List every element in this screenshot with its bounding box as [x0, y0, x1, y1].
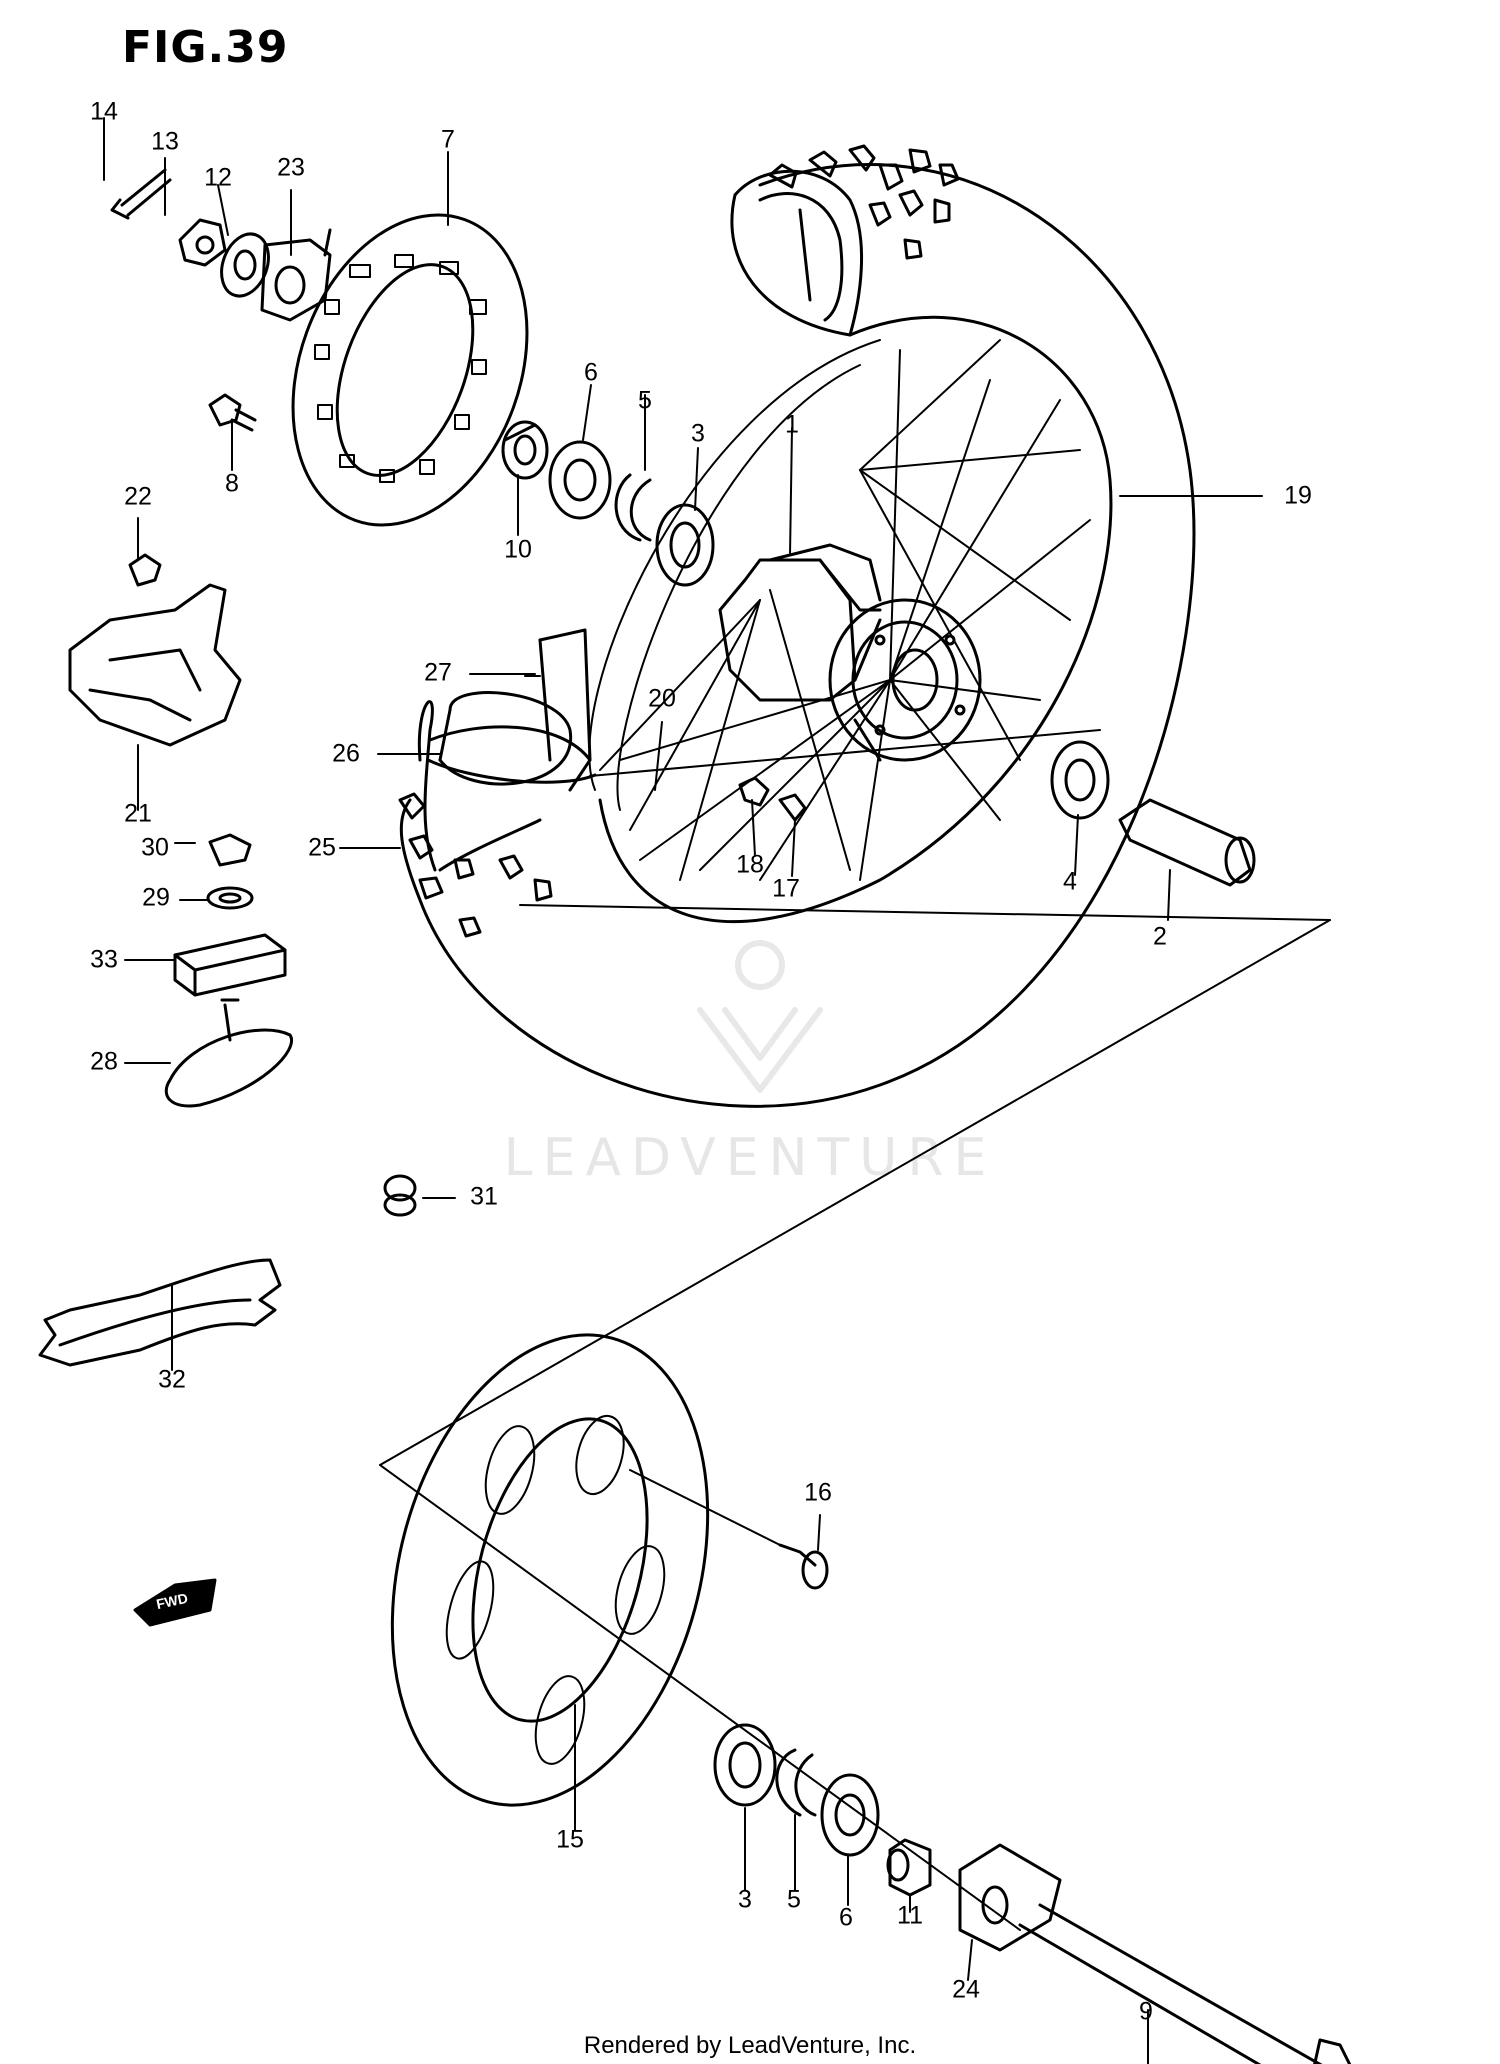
callout-11: 11 — [897, 1901, 923, 1930]
callout-18: 18 — [736, 850, 764, 879]
wheel-rim-spokes — [588, 339, 1091, 881]
callout-4: 4 — [1063, 867, 1077, 896]
footer-credit: Rendered by LeadVenture, Inc. — [583, 2032, 917, 2059]
callout-31: 31 — [470, 1182, 498, 1211]
right-axle-parts — [713, 1723, 1062, 1952]
callout-22: 22 — [124, 482, 152, 511]
axle-nut-group — [110, 168, 332, 322]
callout-3b: 3 — [738, 1885, 752, 1914]
rear-axle — [1018, 1903, 1352, 2064]
rear-sprocket — [390, 1333, 710, 1807]
leader-lines — [103, 117, 1263, 2064]
callout-27: 27 — [424, 658, 452, 687]
callout-10: 10 — [504, 535, 532, 564]
axis-lines — [379, 904, 1331, 1931]
callout-8: 8 — [225, 469, 239, 498]
callout-32: 32 — [158, 1365, 186, 1394]
callout-25: 25 — [308, 833, 336, 862]
left-hub-parts — [501, 420, 715, 587]
callout-12: 12 — [204, 163, 232, 192]
plug-cap — [383, 1174, 417, 1217]
wheel-hub — [718, 543, 982, 762]
caliper-guard — [68, 553, 242, 747]
watermark-logo — [697, 940, 823, 1093]
callout-26: 26 — [332, 739, 360, 768]
callout-17: 17 — [772, 874, 800, 903]
callout-9: 9 — [1139, 1997, 1153, 2026]
right-hub-parts — [1050, 740, 1256, 887]
spoke-wrench — [38, 1258, 282, 1367]
callout-7: 7 — [441, 125, 455, 154]
callout-6b: 6 — [839, 1903, 853, 1932]
callout-5: 5 — [638, 386, 652, 415]
small-parts-column — [164, 833, 293, 1108]
callout-16: 16 — [804, 1478, 832, 1507]
callout-28: 28 — [90, 1047, 118, 1076]
callout-5b: 5 — [787, 1885, 801, 1914]
callout-19: 19 — [1284, 481, 1312, 510]
disc-bolt — [208, 393, 257, 432]
callout-23: 23 — [277, 153, 305, 182]
rim-lock-parts — [438, 628, 592, 792]
callout-30: 30 — [141, 833, 169, 862]
callout-20: 20 — [648, 684, 676, 713]
callout-14: 14 — [90, 97, 118, 126]
callout-1: 1 — [785, 410, 799, 439]
tire-drawing — [398, 144, 1196, 1108]
watermark-text: LEADVENTURE — [503, 1128, 997, 1188]
callout-2: 2 — [1153, 922, 1167, 951]
sprocket-bolt — [778, 1543, 829, 1590]
callout-15: 15 — [556, 1825, 584, 1854]
callout-29: 29 — [142, 883, 170, 912]
forward-arrow — [133, 1578, 217, 1627]
callout-13: 13 — [151, 127, 179, 156]
callout-33: 33 — [90, 945, 118, 974]
brake-disc — [291, 213, 529, 527]
callout-21: 21 — [124, 799, 152, 828]
figure-title: FIG.39 — [122, 22, 289, 73]
callout-24: 24 — [952, 1975, 980, 2004]
callout-6: 6 — [584, 358, 598, 387]
callout-3: 3 — [691, 419, 705, 448]
spoke-nipples — [738, 776, 807, 822]
